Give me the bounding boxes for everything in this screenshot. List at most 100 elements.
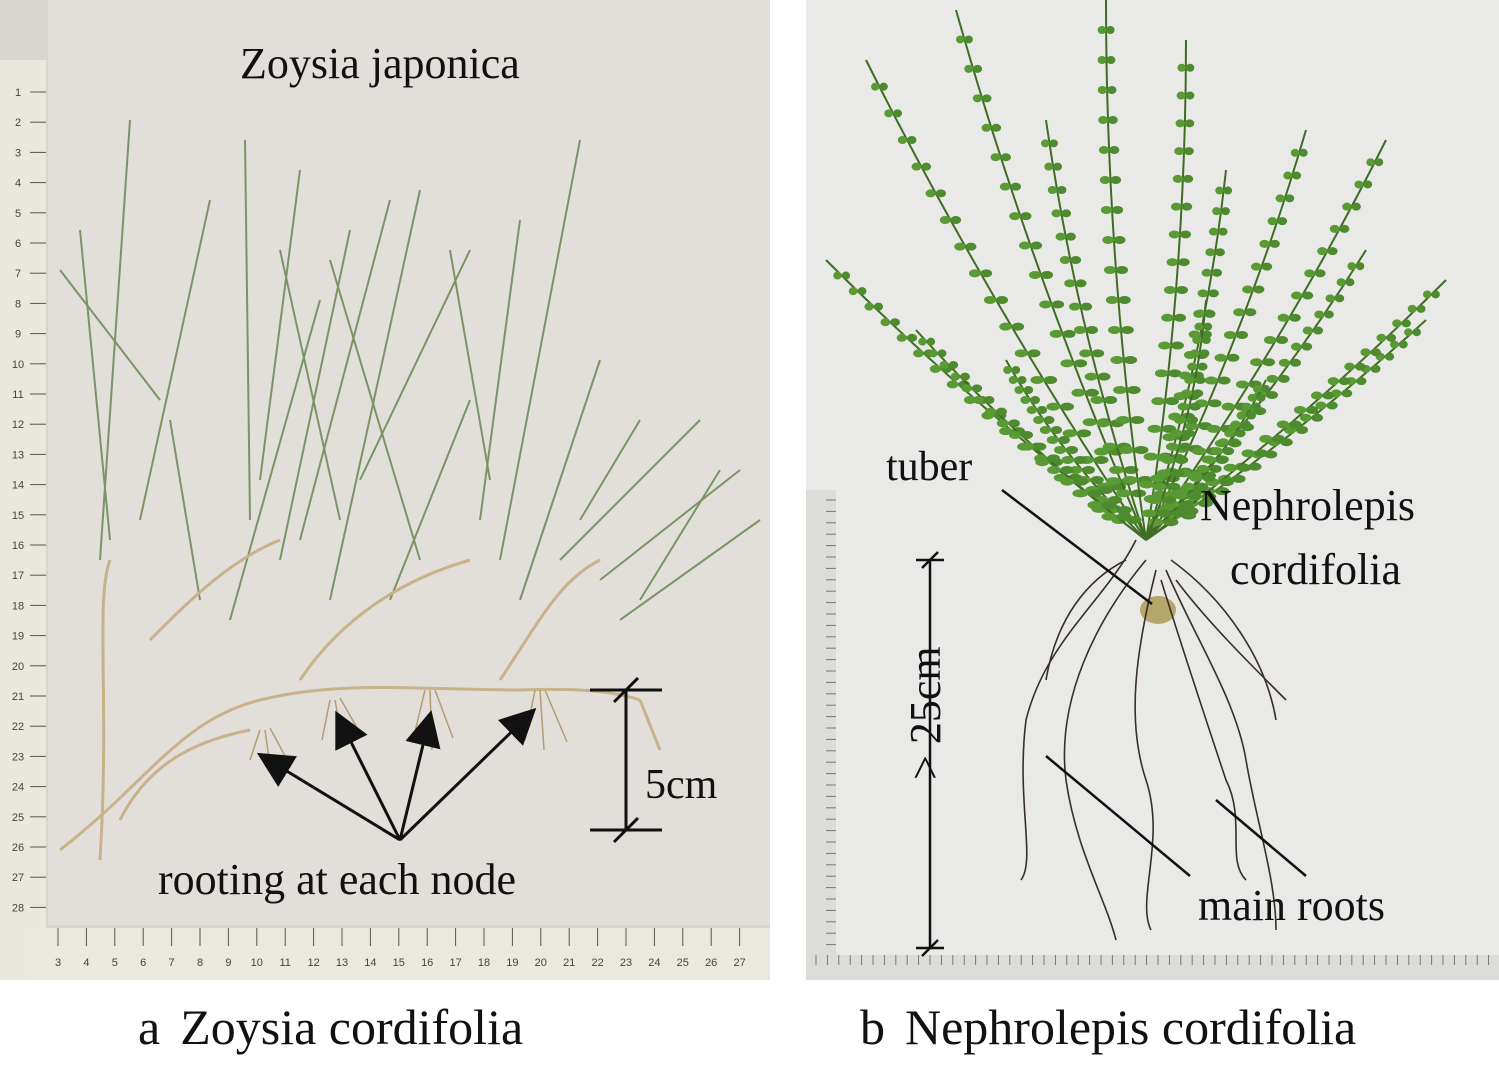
frond: [1145, 279, 1447, 541]
paper-sheet: [48, 0, 770, 925]
ruler-tick-label: 18: [478, 957, 490, 969]
ruler-tick-label: 6: [140, 957, 146, 969]
ruler-tick-label: 23: [12, 751, 24, 763]
ruler-tick-label: 1: [15, 87, 21, 99]
ruler-tick-label: 11: [279, 957, 290, 969]
ruler-tick-label: 9: [225, 957, 231, 969]
left-ruler: [0, 60, 46, 980]
tuber-label: tuber: [886, 444, 973, 490]
ruler-tick-label: 17: [449, 957, 461, 969]
frond: [1139, 39, 1195, 541]
ruler-tick-label: 9: [15, 329, 21, 341]
stolons: [59, 538, 662, 861]
ruler-tick-label: 3: [15, 147, 21, 159]
caption-b-letter: b: [860, 999, 885, 1055]
rooting-arrows: [256, 707, 537, 842]
scale-bar-25cm: [916, 551, 944, 957]
roots: [1020, 539, 1287, 941]
ruler-tick-label: 10: [251, 957, 263, 969]
ruler-tick-label: 5: [15, 208, 21, 220]
ruler-tick-label: 27: [12, 872, 24, 884]
bottom-ruler: [30, 928, 770, 980]
ruler-tick-label: 17: [12, 570, 24, 582]
ruler-ticks: [815, 499, 1490, 965]
arrow-1: [256, 752, 401, 842]
caption-a-letter: a: [138, 999, 161, 1055]
zoysia-photo-illustration: 1234567891011121314151617181920212223242…: [0, 0, 770, 980]
ruler-tick-label: 8: [15, 298, 21, 310]
root-pointer-1: [1045, 755, 1191, 877]
ruler-tick-label: 13: [12, 449, 24, 461]
ruler-tick-label: 16: [12, 540, 24, 552]
ruler-tick-label: 4: [83, 957, 89, 969]
ruler-tick-label: 12: [12, 419, 24, 431]
ruler-tick-label: 24: [12, 782, 24, 794]
frond: [1145, 379, 1270, 541]
left-ruler-ticks: 1234567891011121314151617181920212223242…: [12, 87, 46, 914]
arrow-2: [335, 710, 402, 841]
bottom-ruler: [806, 955, 1499, 980]
frond: [865, 59, 1147, 541]
ruler-tick-label: 14: [12, 480, 24, 492]
ruler-tick-label: 3: [55, 957, 61, 969]
scale-label-b: > 25cm: [901, 646, 950, 780]
ruler-tick-label: 23: [620, 957, 632, 969]
ruler-tick-label: 13: [336, 957, 348, 969]
ruler-tick-label: 15: [393, 957, 405, 969]
caption-a: a Zoysia cordifolia: [138, 1002, 523, 1052]
species-label-line2: cordifolia: [1230, 545, 1402, 594]
ruler-tick-label: 22: [12, 721, 24, 733]
ruler-tick-label: 11: [12, 389, 23, 401]
frond: [1141, 299, 1214, 541]
ruler-tick-label: 27: [733, 957, 745, 969]
ruler-tick-label: 12: [307, 957, 319, 969]
left-ruler: [806, 490, 836, 960]
species-label-line1: Nephrolepis: [1200, 481, 1416, 530]
photo-panel-nephrolepis: tuber Nephrolepis cordifolia main roots …: [806, 0, 1499, 980]
annotation-lines: [1001, 489, 1307, 877]
caption-b-text: Nephrolepis cordifolia: [905, 999, 1357, 1055]
scale-bar-5cm: [590, 676, 662, 844]
ruler-tick-label: 2: [15, 117, 21, 129]
ruler-tick-label: 19: [506, 957, 518, 969]
ruler-tick-label: 14: [364, 957, 376, 969]
ruler-tick-label: 6: [15, 238, 21, 250]
caption-b: b Nephrolepis cordifolia: [860, 1002, 1356, 1052]
grass-blades: [59, 119, 761, 621]
ruler-tick-label: 5: [112, 957, 118, 969]
ruler-tick-label: 22: [591, 957, 603, 969]
ruler-tick-label: 16: [421, 957, 433, 969]
main-roots-label: main roots: [1198, 881, 1385, 930]
bottom-ruler-ticks: 3 4 5 6 7 8 9 10 11 12 13 14 15 16 17 18 19 20 21 22 23 24 25 2…: [55, 928, 746, 969]
root-pointer-2: [1215, 799, 1307, 877]
ruler-tick-label: 8: [197, 957, 203, 969]
ruler-tick-label: 15: [12, 510, 24, 522]
frond: [1097, 0, 1153, 541]
ruler-tick-label: 26: [705, 957, 717, 969]
ruler-tick-label: 4: [15, 178, 21, 190]
ruler-tick-label: 21: [12, 691, 24, 703]
ruler-tick-label: 19: [12, 631, 24, 643]
ruler-tick-label: 24: [648, 957, 660, 969]
ruler-tick-label: 7: [169, 957, 175, 969]
scale-label-a: 5cm: [645, 762, 718, 808]
rooting-annotation: rooting at each node: [158, 855, 516, 904]
panel-a-title: Zoysia japonica: [240, 39, 520, 88]
ruler-tick-label: 18: [12, 600, 24, 612]
ruler-tick-label: 10: [12, 359, 24, 371]
ruler-tick-label: 25: [12, 812, 24, 824]
caption-a-text: Zoysia cordifolia: [180, 999, 524, 1055]
ruler-tick-label: 7: [15, 268, 21, 280]
arrow-3: [398, 710, 441, 841]
frond: [915, 329, 1147, 541]
ruler-tick-label: 25: [677, 957, 689, 969]
ruler-tick-label: 20: [12, 661, 24, 673]
ruler-tick-label: 26: [12, 842, 24, 854]
ruler-tick-label: 20: [535, 957, 547, 969]
ruler-tick-label: 21: [563, 957, 575, 969]
ruler-tick-label: 28: [12, 902, 24, 914]
arrow-4: [398, 707, 537, 842]
fern-fronds: [825, 0, 1447, 541]
tuber-pointer: [1001, 489, 1153, 605]
